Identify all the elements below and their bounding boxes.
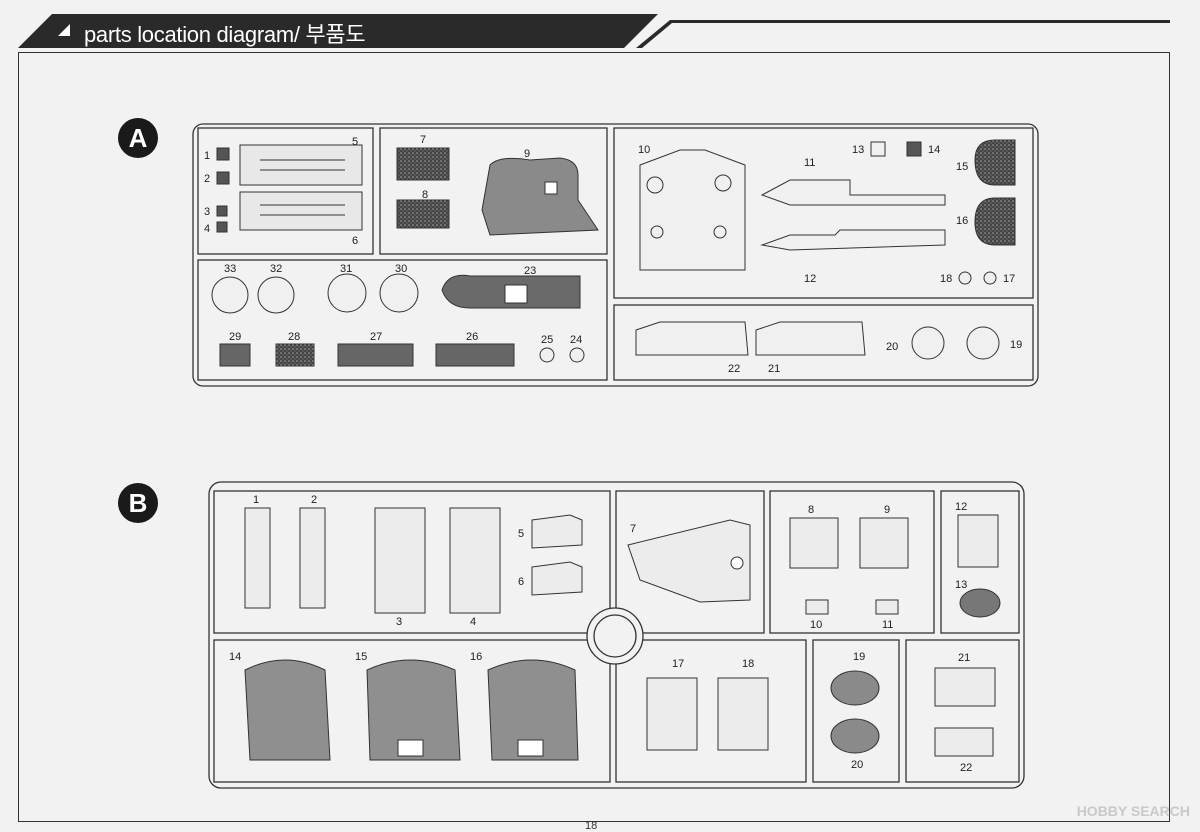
- sprue-b-cell-12-13: [940, 490, 1020, 634]
- sprue-b-label-4: 4: [470, 616, 476, 628]
- sprue-b-labels: 1 2 3 4 5 6 7 8 9 10 11 12 13 14 15 16 1…: [229, 494, 972, 774]
- page-frame: [18, 52, 1170, 822]
- sprue-a-frame: [192, 123, 1039, 387]
- sprue-a-label-7: 7: [420, 134, 426, 146]
- sprue-a-label-21: 21: [768, 363, 780, 375]
- sprue-a-label-9: 9: [524, 148, 530, 160]
- sprue-b-label-2: 2: [311, 494, 317, 506]
- sprue-a-parts-19-22: [635, 321, 1000, 360]
- sprue-a-parts-1-6: [216, 144, 363, 233]
- sprue-a-parts-23-33: [211, 273, 585, 367]
- sprue-a-parts-7-9: [396, 147, 599, 236]
- sprue-a-cell-23-33: [197, 259, 608, 381]
- sprue-b-label-8: 8: [808, 504, 814, 516]
- sprue-b-cell-17-18: [615, 639, 807, 783]
- sprue-b-label-11: 11: [882, 619, 893, 631]
- sprue-a-label-22: 22: [728, 363, 740, 375]
- sprue-a-label-26: 26: [466, 331, 478, 343]
- sprue-a-label-2: 2: [204, 173, 210, 185]
- sprue-a-label-29: 29: [229, 331, 241, 343]
- page-title: parts location diagram/ 부품도: [84, 22, 366, 47]
- sprue-a-label-8: 8: [422, 189, 428, 201]
- sprue-b-parts-1-6: [244, 507, 583, 614]
- sprue-a-label-18: 18: [940, 273, 952, 285]
- sprue-a-label-5: 5: [352, 136, 358, 148]
- sprue-b-center-ring: [586, 607, 644, 665]
- sprue-b-label-22: 22: [960, 762, 972, 774]
- header-banner-shape: [18, 14, 1170, 48]
- sprue-b-label-15: 15: [355, 651, 367, 663]
- sprue-b-cell-7: [615, 490, 765, 634]
- sprue-a-label-33: 33: [224, 263, 236, 275]
- sprue-b-label-6: 6: [518, 576, 524, 588]
- sprue-b-cell-1-6: [213, 490, 611, 634]
- sprue-a-label-15: 15: [956, 161, 968, 173]
- sprue-a-label-28: 28: [288, 331, 300, 343]
- sprue-b-part-7: [627, 519, 751, 603]
- header-banner: [18, 14, 1170, 48]
- sprue-b-label-12: 12: [955, 501, 967, 513]
- sprue-b-cell-14-16: [213, 639, 611, 783]
- sprue-b-label-21: 21: [958, 652, 970, 664]
- sprue-b-label-16: 16: [470, 651, 482, 663]
- sprue-b-label-5: 5: [518, 528, 524, 540]
- sprue-b-parts-8-13: [789, 514, 1001, 618]
- sprue-a-label-10: 10: [638, 144, 650, 156]
- sprue-b-cell-21-22: [905, 639, 1020, 783]
- sprue-a-label-17: 17: [1003, 273, 1015, 285]
- sprue-a-cell-7-9: [379, 127, 608, 255]
- sprue-a-label-12: 12: [804, 273, 816, 285]
- sprue-a-label-31: 31: [340, 263, 352, 275]
- sprue-a-cell-19-22: [613, 304, 1034, 381]
- sprue-b-center-ring-inner: [593, 614, 637, 658]
- sprue-b-badge: B: [118, 483, 158, 523]
- sprue-a-badge: A: [118, 118, 158, 158]
- sprue-b-label-18: 18: [742, 658, 754, 670]
- sprue-b: [208, 481, 1025, 789]
- sprue-a-label-4: 4: [204, 223, 210, 235]
- sprue-a-label-16: 16: [956, 215, 968, 227]
- sprue-b-frame: [208, 481, 1025, 789]
- sprue-a-label-24: 24: [570, 334, 582, 346]
- sprue-b-cell-8-11: [769, 490, 935, 634]
- sprue-b-label-9: 9: [884, 504, 890, 516]
- sprue-a-label-19: 19: [1010, 339, 1022, 351]
- sprue-b-cell-19-20: [812, 639, 900, 783]
- sprue-b-label-10: 10: [810, 619, 822, 631]
- sprue-b-label-13: 13: [955, 579, 967, 591]
- sprue-b-label-1: 1: [253, 494, 259, 506]
- sprue-a-label-3: 3: [204, 206, 210, 218]
- sprue-a-label-6: 6: [352, 235, 358, 247]
- sprue-a-labels: 1 2 3 4 5 6 7 8 9 10 11 12 13 14 15 16 1…: [204, 134, 1022, 375]
- sprue-a-cell-10-18: [613, 127, 1034, 299]
- sprue-b-label-20: 20: [851, 759, 863, 771]
- sprue-a-label-32: 32: [270, 263, 282, 275]
- sprue-a-label-25: 25: [541, 334, 553, 346]
- sprue-a-label-13: 13: [852, 144, 864, 156]
- sprue-b-label-14: 14: [229, 651, 241, 663]
- watermark-logo: HOBBY SEARCH: [1076, 803, 1190, 819]
- sprue-a-cell-1-6: [197, 127, 374, 255]
- sprue-a-label-30: 30: [395, 263, 407, 275]
- sprue-a-label-11: 11: [804, 157, 815, 169]
- page-number: 18: [585, 820, 598, 832]
- sprue-b-parts-17-22: [646, 667, 996, 757]
- sprue-b-label-3: 3: [396, 616, 402, 628]
- sprue-a: [192, 123, 1039, 387]
- sprue-a-label-20: 20: [886, 341, 898, 353]
- sprue-a-label-27: 27: [370, 331, 382, 343]
- sprue-a-parts-10-18: [639, 139, 1016, 285]
- sprue-a-label-1: 1: [204, 150, 210, 162]
- sprue-a-label-23: 23: [524, 265, 536, 277]
- sprue-b-label-7: 7: [630, 523, 636, 535]
- sprue-b-label-17: 17: [672, 658, 684, 670]
- sprue-a-label-14: 14: [928, 144, 940, 156]
- sprue-b-label-19: 19: [853, 651, 865, 663]
- sprue-b-parts-14-16: [244, 659, 579, 761]
